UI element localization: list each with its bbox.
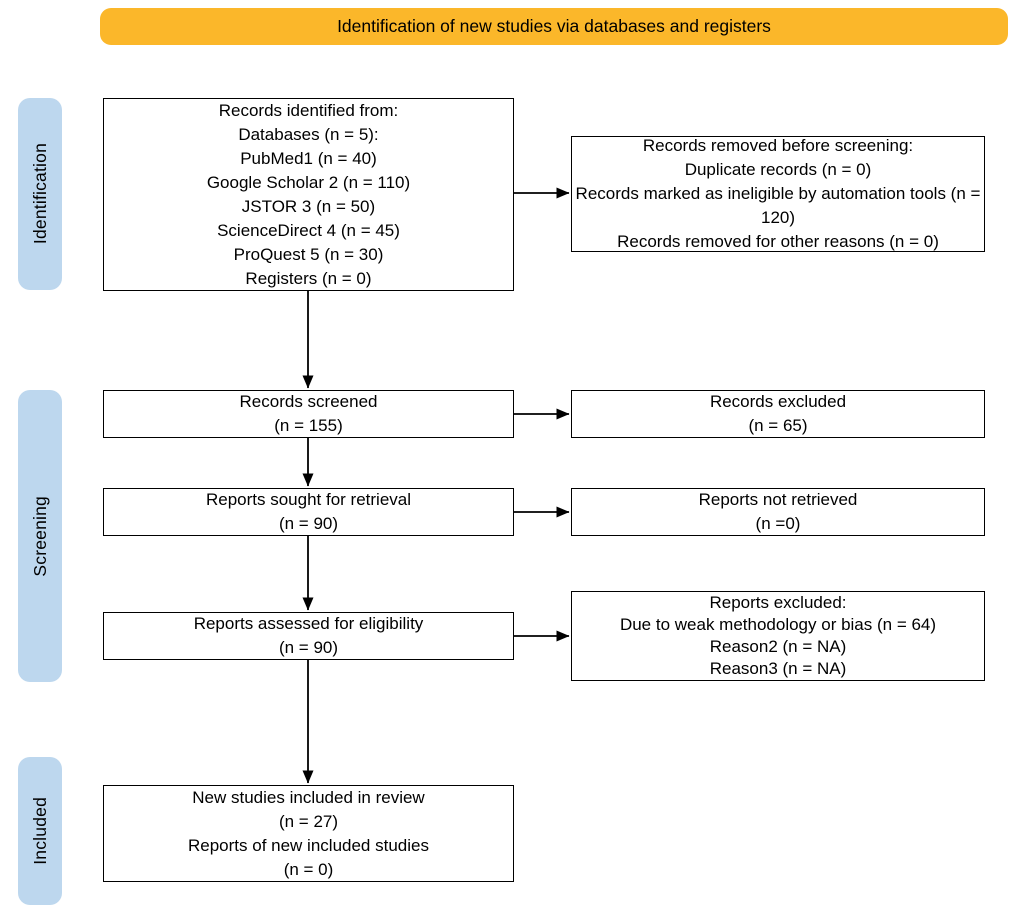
stage-label-included: Included	[18, 757, 62, 905]
stage-label-screening-text: Screening	[29, 495, 50, 577]
stage-label-identification: Identification	[18, 98, 62, 290]
box-records-removed-before-screening: Records removed before screening:Duplica…	[571, 136, 985, 252]
box-records-excluded: Records excluded(n = 65)	[571, 390, 985, 438]
box-reports-not-retrieved: Reports not retrieved(n =0)	[571, 488, 985, 536]
box-records-identified: Records identified from:Databases (n = 5…	[103, 98, 514, 291]
stage-label-identification-text: Identification	[29, 143, 50, 245]
box-new-studies-included: New studies included in review(n = 27)Re…	[103, 785, 514, 882]
box-reports-assessed-for-eligibility: Reports assessed for eligibility(n = 90)	[103, 612, 514, 660]
box-reports-sought-for-retrieval: Reports sought for retrieval(n = 90)	[103, 488, 514, 536]
stage-label-included-text: Included	[29, 797, 50, 865]
box-records-screened: Records screened(n = 155)	[103, 390, 514, 438]
stage-label-screening: Screening	[18, 390, 62, 682]
box-reports-excluded: Reports excluded:Due to weak methodology…	[571, 591, 985, 681]
banner-title: Identification of new studies via databa…	[100, 8, 1008, 45]
